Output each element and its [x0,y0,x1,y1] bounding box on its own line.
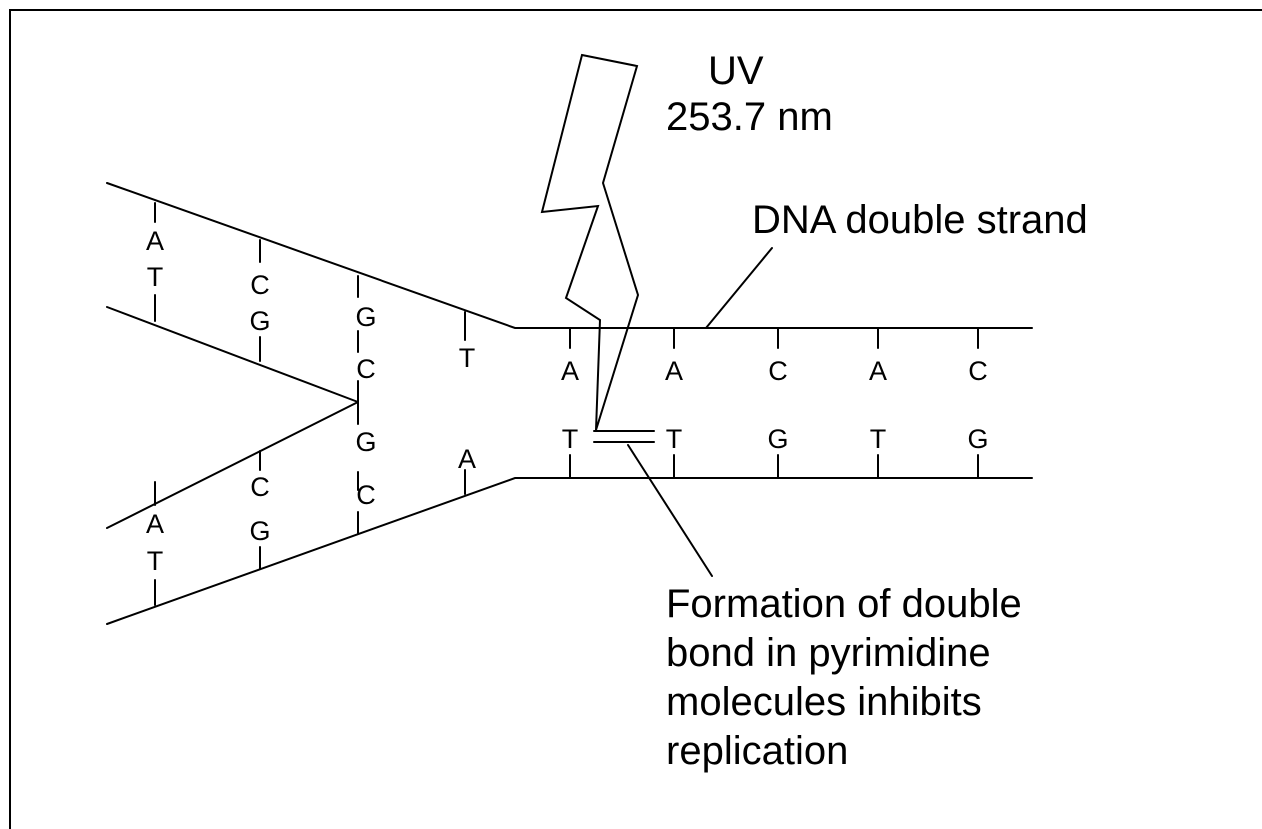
base-upper-3-top: G [355,302,376,332]
base-lower-3-bottom: C [356,480,376,510]
base-duplex-2-bottom: T [666,424,683,454]
dimer-caption: Formation of double bond in pyrimidine m… [666,582,1022,773]
base-duplex-3-bottom: G [767,424,788,454]
dna-strands [106,182,1033,625]
base-upper-4-top: T [459,343,476,373]
diagram-frame [9,9,1262,829]
base-duplex-2-top: A [665,356,683,386]
base-pair-ticks [154,202,979,606]
base-duplex-1-bottom: T [562,424,579,454]
caption-line-3: molecules inhibits [666,680,982,724]
base-lower-1-bottom: T [147,546,164,576]
caption-leader [627,444,713,577]
thymine-dimer-bond [593,430,655,443]
caption-line-1: Formation of double [666,582,1022,626]
base-upper-3-bottom: C [356,354,376,384]
base-duplex-5-top: C [968,356,988,386]
dna-label-leader [705,247,773,329]
dna-double-strand-label: DNA double strand [752,198,1088,242]
base-duplex-5-bottom: G [967,424,988,454]
upper-fork-inner-strand [106,306,359,403]
uv-wavelength-label: 253.7 nm [666,95,833,139]
base-upper-1-top: A [146,226,164,256]
base-upper-2-top: C [250,270,270,300]
lower-fork-outer-strand [106,477,1033,625]
base-duplex-3-top: C [768,356,788,386]
base-duplex-4-top: A [869,356,887,386]
base-duplex-1-top: A [561,356,579,386]
base-lower-3-top: G [355,427,376,457]
lower-fork-inner-strand [106,401,359,529]
base-letters: A T C G G C T A T C G G C A A T A T C G … [146,226,989,576]
base-upper-1-bottom: T [147,262,164,292]
uv-lightning-bolt-icon [540,53,640,431]
base-upper-2-bottom: G [249,306,270,336]
base-lower-2-bottom: G [249,516,270,546]
upper-fork-outer-strand [106,182,1033,329]
base-lower-2-top: C [250,472,270,502]
caption-line-4: replication [666,729,848,773]
base-lower-1-top: A [146,509,164,539]
uv-label: UV [708,49,764,93]
caption-line-2: bond in pyrimidine [666,631,991,675]
base-duplex-4-bottom: T [870,424,887,454]
base-lower-4-top: A [458,444,476,474]
